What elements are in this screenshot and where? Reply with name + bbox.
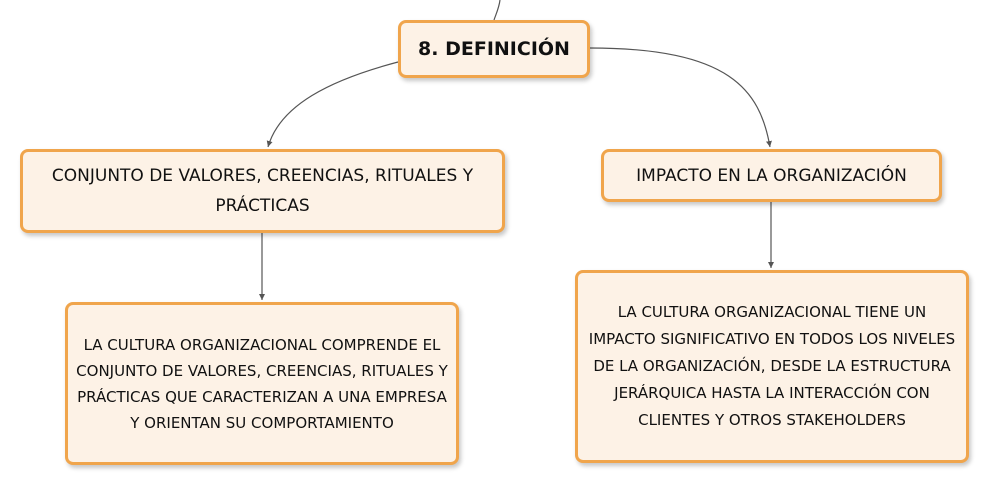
detail-node-valores[interactable]: LA CULTURA ORGANIZACIONAL COMPRENDE EL C… — [65, 302, 459, 465]
topic-node-impacto[interactable]: IMPACTO EN LA ORGANIZACIÓN — [601, 149, 942, 202]
root-node[interactable]: 8. DEFINICIÓN — [398, 20, 590, 78]
connector-parent-to-root — [493, 0, 501, 21]
root-node-label: 8. DEFINICIÓN — [418, 38, 570, 60]
topic-node-label: IMPACTO EN LA ORGANIZACIÓN — [636, 165, 907, 186]
connector-root-to-right-topic — [589, 47, 772, 148]
detail-node-text: LA CULTURA ORGANIZACIONAL TIENE UN IMPAC… — [588, 303, 956, 429]
detail-node-text: LA CULTURA ORGANIZACIONAL COMPRENDE EL C… — [76, 335, 448, 432]
connector-root-to-left-topic — [266, 61, 399, 148]
topic-node-label: CONJUNTO DE VALORES, CREENCIAS, RITUALES… — [51, 166, 474, 216]
topic-node-valores[interactable]: CONJUNTO DE VALORES, CREENCIAS, RITUALES… — [20, 149, 505, 233]
detail-node-impacto[interactable]: LA CULTURA ORGANIZACIONAL TIENE UN IMPAC… — [575, 270, 969, 463]
